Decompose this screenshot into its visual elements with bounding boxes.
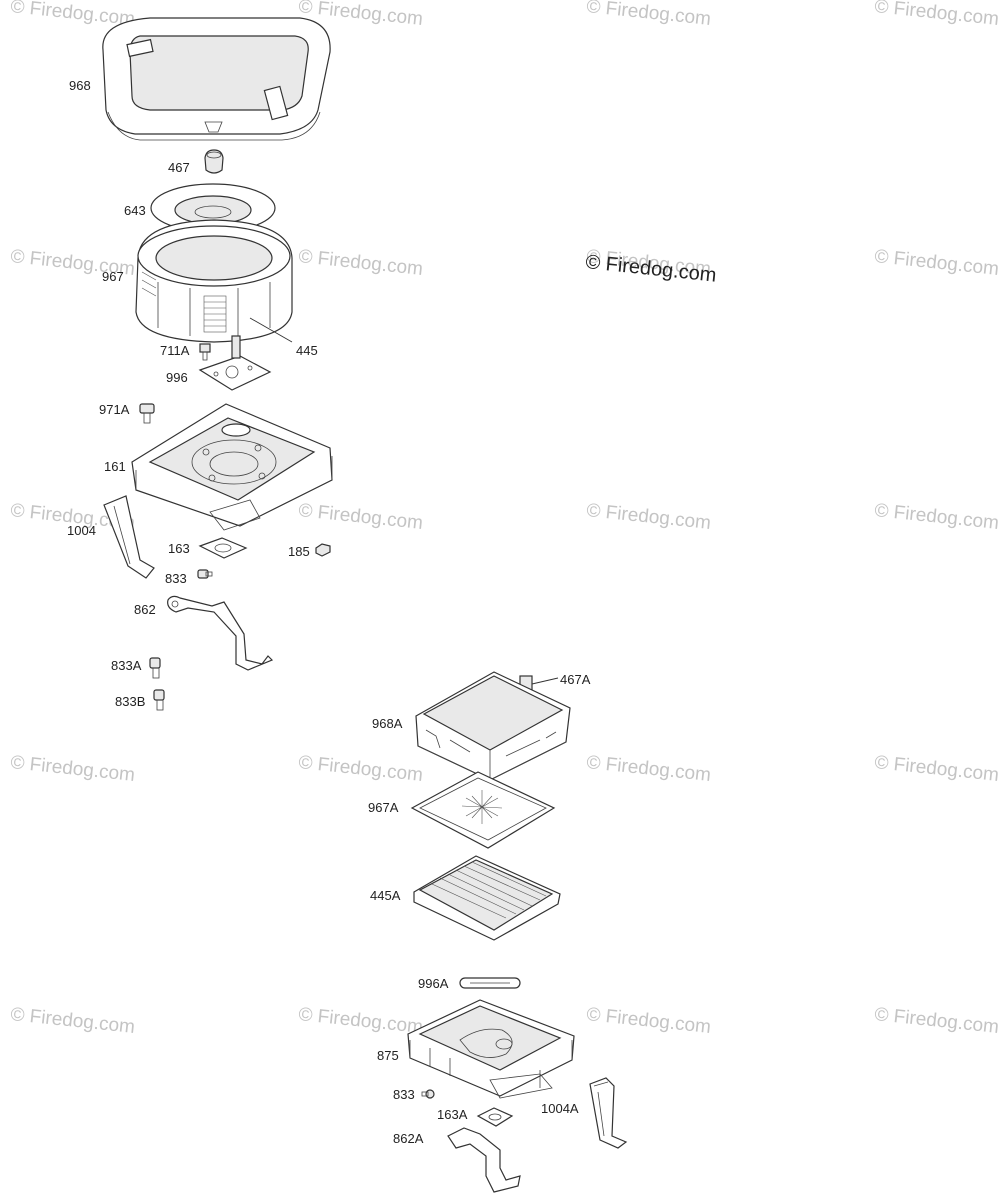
part-445A-panel-filter	[413, 855, 561, 941]
part-833-screw-right	[421, 1089, 435, 1099]
watermark-text: © Firedog.com	[9, 752, 135, 786]
label-996: 996	[166, 370, 188, 385]
watermark-text: © Firedog.com	[873, 246, 999, 280]
watermark-text: © Firedog.com	[585, 1004, 711, 1038]
label-161: 161	[104, 459, 126, 474]
label-996A: 996A	[418, 976, 449, 991]
label-968A: 968A	[372, 716, 403, 731]
part-967-filter-element	[135, 219, 293, 343]
part-833A-bolt	[149, 657, 161, 679]
watermark-text: © Firedog.com	[873, 1004, 999, 1038]
watermark-text: © Firedog.com	[297, 752, 423, 786]
part-labels: 968 467 643 967 711A 445 996 971A 161 10…	[67, 78, 591, 1146]
label-445A: 445A	[370, 888, 401, 903]
watermark-text: © Firedog.com	[585, 752, 711, 786]
watermark-text: © Firedog.com	[873, 500, 999, 534]
label-643: 643	[124, 203, 146, 218]
part-833-screw	[197, 569, 213, 579]
watermark-text: © Firedog.com	[585, 0, 711, 30]
part-185-nut	[315, 543, 331, 557]
part-161-air-cleaner-base	[131, 403, 333, 531]
label-862: 862	[134, 602, 156, 617]
label-467: 467	[168, 160, 190, 175]
label-833B: 833B	[115, 694, 145, 709]
label-185: 185	[288, 544, 310, 559]
label-967A: 967A	[368, 800, 399, 815]
part-862-bracket	[167, 595, 274, 671]
watermark-text: © Firedog.com	[297, 246, 423, 280]
part-971A-bolt	[139, 403, 155, 424]
part-833B-bolt	[153, 689, 165, 711]
label-445: 445	[296, 343, 318, 358]
part-967A-precleaner-pad	[410, 771, 556, 849]
part-862A-bracket	[447, 1127, 521, 1193]
part-711A-screw	[199, 343, 211, 361]
part-163A-gasket	[476, 1107, 514, 1127]
label-163A: 163A	[437, 1107, 468, 1122]
label-833: 833	[165, 571, 187, 586]
label-711A: 711A	[160, 343, 190, 358]
watermark-text: © Firedog.com	[873, 0, 999, 30]
label-163: 163	[168, 541, 190, 556]
part-996-mount-plate	[198, 335, 272, 391]
label-968: 968	[69, 78, 91, 93]
label-862A: 862A	[393, 1131, 424, 1146]
label-1004A: 1004A	[541, 1101, 579, 1116]
label-467A: 467A	[560, 672, 591, 687]
label-833A: 833A	[111, 658, 142, 673]
label-833-right: 833	[393, 1087, 415, 1102]
watermark-text: © Firedog.com	[873, 752, 999, 786]
watermark-text: © Firedog.com	[297, 500, 423, 534]
part-968-air-cleaner-cover	[102, 17, 331, 141]
part-1004-breather-tube	[103, 495, 155, 579]
label-971A: 971A	[99, 402, 130, 417]
label-967: 967	[102, 269, 124, 284]
label-875: 875	[377, 1048, 399, 1063]
part-875-air-cleaner-base	[407, 999, 575, 1099]
label-1004: 1004	[67, 523, 96, 538]
watermark-text: © Firedog.com	[297, 1004, 423, 1038]
part-163-gasket	[198, 537, 248, 559]
part-1004A-breather-tube	[589, 1077, 628, 1149]
part-643-precleaner	[150, 183, 276, 233]
part-968A-air-cleaner-cover	[415, 671, 571, 781]
watermark-text: © Firedog.com	[585, 500, 711, 534]
part-467-knob	[204, 149, 224, 174]
part-996A-gasket	[459, 977, 521, 989]
watermark-text: © Firedog.com	[9, 1004, 135, 1038]
leader-lines	[249, 317, 559, 685]
